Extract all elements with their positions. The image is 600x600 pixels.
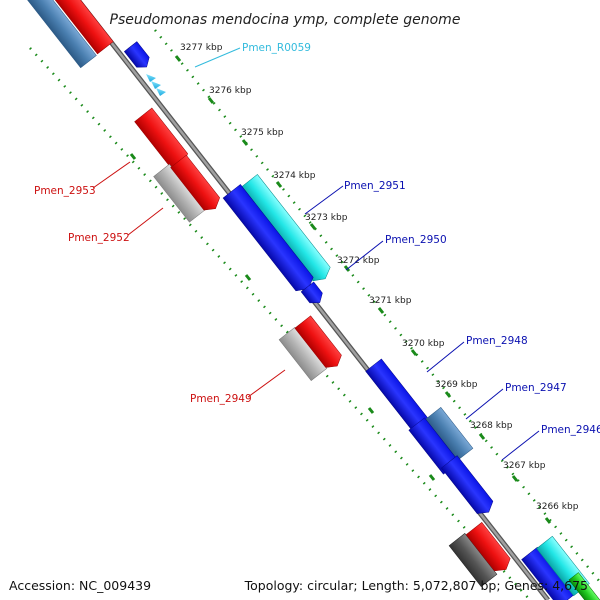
gene-labels: Pmen_R0059 Pmen_2953 Pmen_2952 Pmen_2951… bbox=[34, 42, 600, 436]
gene-label-pmen-2951[interactable]: Pmen_2951 bbox=[344, 180, 406, 192]
gene-red-topleft[interactable] bbox=[47, 0, 114, 55]
gene-label-pmen-2946[interactable]: Pmen_2946 bbox=[541, 424, 600, 436]
gene-label-pmen-2947[interactable]: Pmen_2947 bbox=[505, 382, 567, 394]
kbp-label: 3268 kbp bbox=[470, 421, 513, 431]
gene-pmen-2948[interactable] bbox=[365, 358, 429, 432]
topology-text: Topology: circular; Length: 5,072,807 bp… bbox=[244, 578, 588, 593]
tick-track-inner bbox=[29, 47, 531, 600]
gene-label-pmen-2950[interactable]: Pmen_2950 bbox=[385, 234, 447, 246]
kbp-label: 3273 kbp bbox=[305, 213, 348, 223]
gene-label-pmen-2953[interactable]: Pmen_2953 bbox=[34, 185, 96, 197]
map-title: Pseudomonas mendocina ymp, complete geno… bbox=[110, 12, 461, 28]
gene-blue-long-1[interactable] bbox=[222, 184, 317, 295]
kbp-label: 3272 kbp bbox=[337, 256, 380, 266]
gene-steel-topleft[interactable] bbox=[24, 0, 97, 69]
trna-arrows[interactable] bbox=[146, 74, 166, 96]
gene-blue-small-top[interactable] bbox=[123, 41, 153, 72]
kbp-label: 3270 kbp bbox=[402, 339, 445, 349]
gene-pmen-2952-red[interactable] bbox=[170, 154, 224, 215]
gene-pmen-2950[interactable] bbox=[300, 281, 326, 308]
gene-pmen-2951-cyan[interactable] bbox=[239, 174, 334, 285]
gene-green-bottom[interactable] bbox=[568, 572, 600, 600]
gene-label-pmen-r0059[interactable]: Pmen_R0059 bbox=[242, 42, 311, 54]
kbp-label: 3274 kbp bbox=[273, 171, 316, 181]
gene-label-pmen-2949[interactable]: Pmen_2949 bbox=[190, 393, 252, 405]
kbp-label: 3267 kbp bbox=[503, 461, 546, 471]
kbp-label: 3266 kbp bbox=[536, 502, 579, 512]
label-leaders bbox=[92, 47, 540, 461]
kbp-label: 3277 kbp bbox=[180, 43, 223, 53]
gene-pmen-2949-red[interactable] bbox=[294, 315, 345, 372]
kbp-labels: 3277 kbp 3276 kbp 3275 kbp 3274 kbp 3273… bbox=[180, 43, 579, 512]
gene-pmen-2946[interactable] bbox=[441, 455, 496, 519]
kbp-label: 3271 kbp bbox=[369, 296, 412, 306]
gene-label-pmen-2948[interactable]: Pmen_2948 bbox=[466, 335, 528, 347]
kbp-label: 3276 kbp bbox=[209, 86, 252, 96]
tick-track-outer bbox=[154, 29, 600, 583]
tick-marks-outer bbox=[174, 55, 552, 524]
gene-red-bottom[interactable] bbox=[465, 522, 514, 575]
accession-text: Accession: NC_009439 bbox=[9, 578, 152, 593]
kbp-label: 3269 kbp bbox=[435, 380, 478, 390]
kbp-label: 3275 kbp bbox=[241, 128, 284, 138]
gene-label-pmen-2952[interactable]: Pmen_2952 bbox=[68, 232, 130, 244]
